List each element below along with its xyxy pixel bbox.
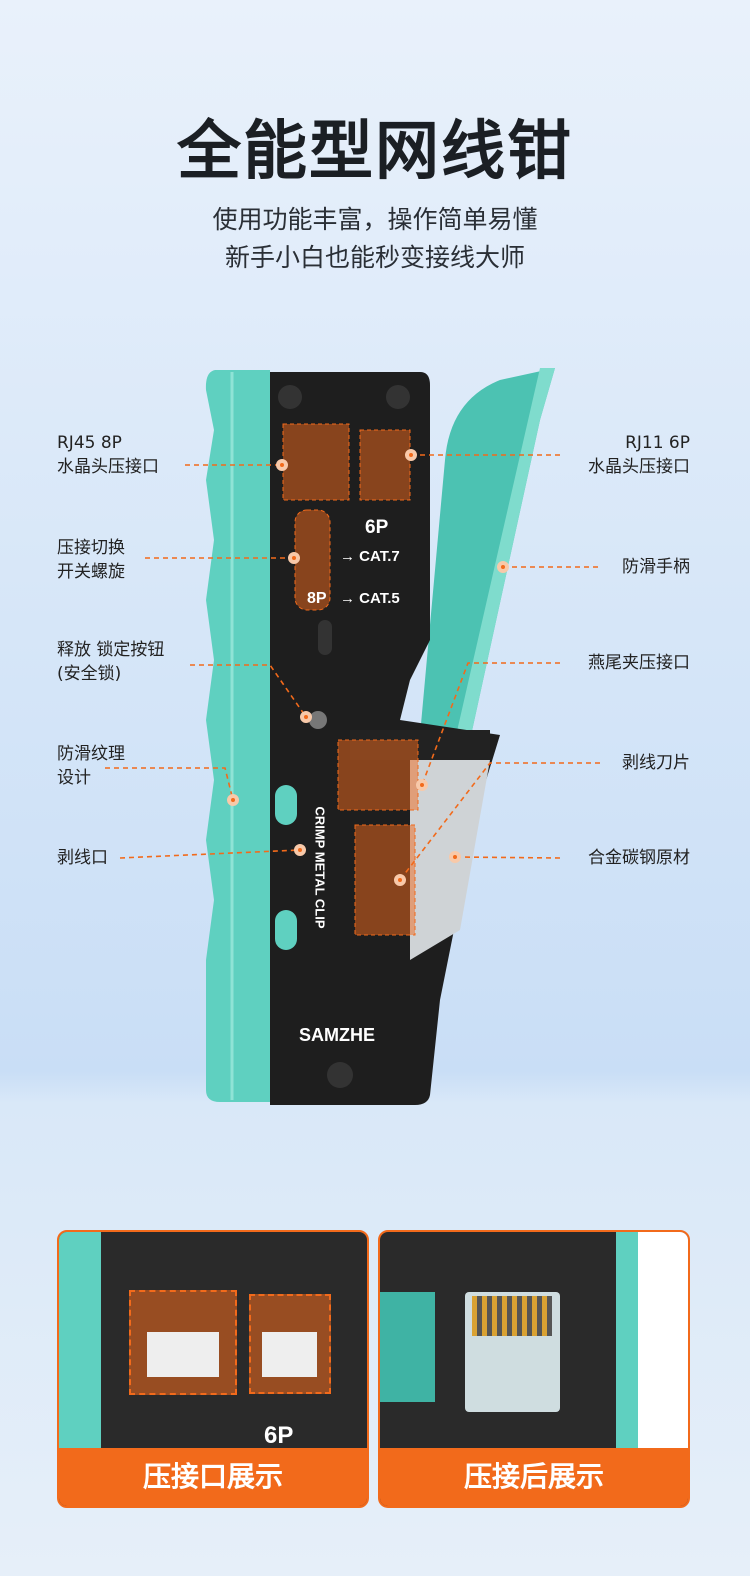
subtitle-line-1: 使用功能丰富，操作简单易懂 bbox=[212, 205, 538, 234]
tool-graphic bbox=[105, 368, 600, 1105]
card-6p-text: 6P bbox=[264, 1422, 294, 1449]
card-crimp-port: 6P 压接口展示 bbox=[57, 1230, 369, 1508]
subtitle-line-2: 新手小白也能秒变接线大师 bbox=[224, 243, 525, 272]
cat7-text: CAT.7 bbox=[359, 548, 400, 565]
cat5-text: CAT.5 bbox=[359, 590, 400, 607]
card-after-crimp: 压接后展示 bbox=[378, 1230, 690, 1508]
mode-6p-text: 6P bbox=[365, 517, 389, 538]
card-label: 压接后展示 bbox=[380, 1448, 688, 1506]
label-dovetail: 燕尾夹压接口 bbox=[588, 653, 690, 673]
card-label: 压接口展示 bbox=[59, 1448, 367, 1506]
mode-8p-text: 8P bbox=[307, 590, 327, 607]
label-steel: 合金碳钢原材 bbox=[588, 848, 690, 868]
label-switch: 压接切换开关螺旋 bbox=[57, 538, 125, 582]
crimping-tool: 6P → CAT.7 8P → CAT.5 CRIMP METAL CLIP S… bbox=[105, 368, 600, 1105]
label-texture: 防滑纹理设计 bbox=[57, 744, 125, 788]
label-strip: 剥线口 bbox=[57, 848, 108, 868]
brand-text: SAMZHE bbox=[299, 1025, 375, 1045]
label-blade: 剥线刀片 bbox=[622, 753, 690, 773]
crimp-clip-text: CRIMP METAL CLIP bbox=[312, 806, 328, 929]
page-title: 全能型网线钳 bbox=[177, 115, 573, 189]
label-lock: 释放 锁定按钮(安全锁) bbox=[57, 640, 165, 684]
label-handle: 防滑手柄 bbox=[622, 557, 690, 577]
